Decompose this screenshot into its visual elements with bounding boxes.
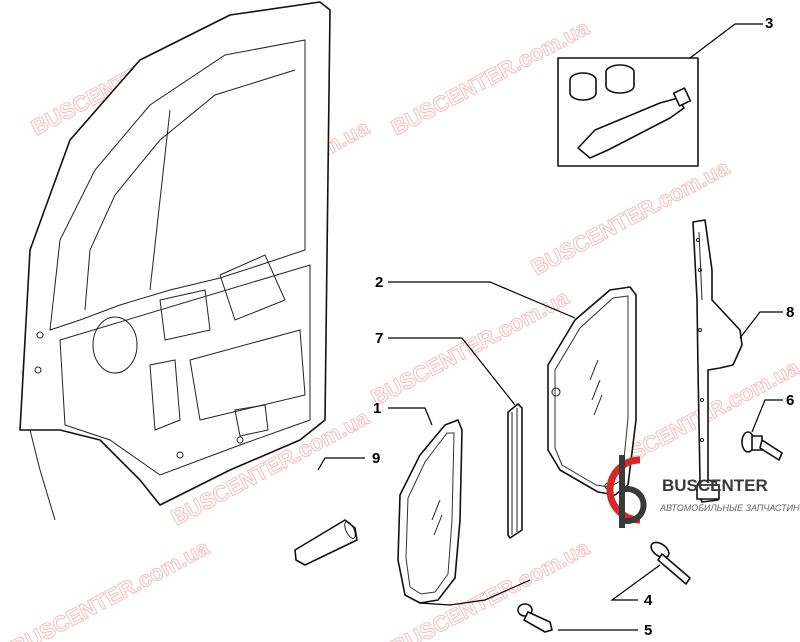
callout-9: 9	[372, 450, 380, 467]
buscenter-logo-icon	[606, 455, 647, 528]
buscenter-logo: BUSCENTER АВТОМОБИЛЬНЫЕ ЗАПЧАСТИНИ	[606, 455, 800, 528]
callout-7: 7	[375, 330, 383, 347]
callout-3: 3	[765, 15, 773, 32]
callout-5: 5	[644, 622, 652, 639]
watermark-text: BUSCENTER.com.ua	[367, 284, 574, 410]
logo-tagline: АВТОМОБИЛЬНЫЕ ЗАПЧАСТИНИ	[659, 503, 800, 513]
callout-8: 8	[786, 304, 794, 321]
end-cap-9	[294, 519, 358, 566]
logo-name: BUSCENTER	[662, 476, 768, 495]
callout-4: 4	[644, 592, 653, 609]
front-quarter-glass	[397, 419, 463, 604]
bolt-5	[517, 603, 553, 633]
glass-seal-strip	[507, 403, 523, 539]
watermark-text: BUSCENTER.com.ua	[7, 534, 214, 642]
callout-2: 2	[375, 274, 383, 291]
window-regulator-rail	[692, 219, 743, 503]
callout-labels: 2 7 1 9 3 8 6 4 5	[372, 15, 794, 639]
leader-lines	[317, 23, 783, 631]
screw-4	[650, 541, 691, 585]
sealant-kit	[557, 57, 699, 167]
callout-6: 6	[786, 392, 794, 409]
door-frame	[19, 1, 331, 521]
bolt-6	[741, 431, 783, 461]
callout-1: 1	[373, 400, 381, 417]
